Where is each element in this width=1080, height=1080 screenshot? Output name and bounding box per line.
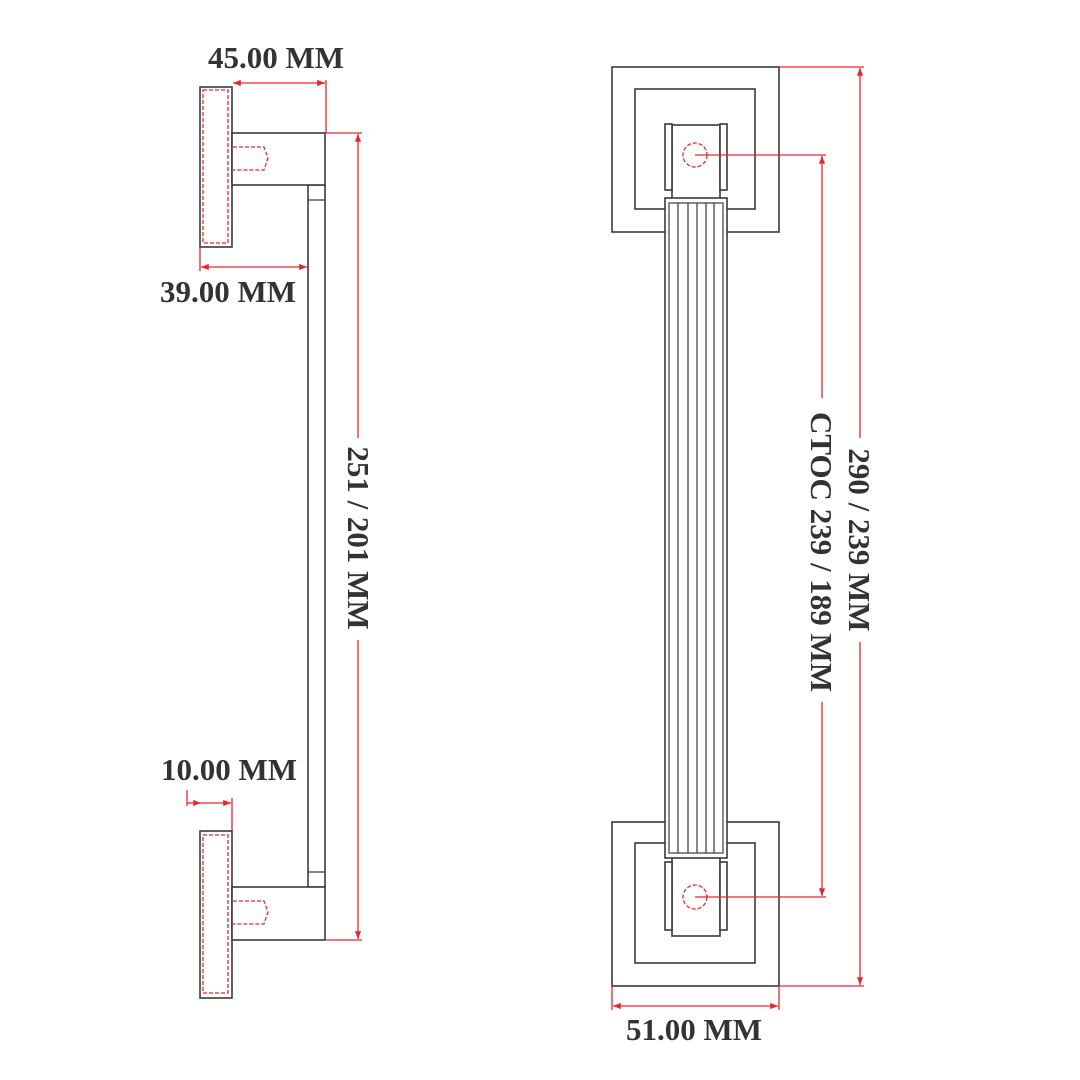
- side-view: 45.00 MM 39.00 MM 251 / 201 MM 10.00 MM: [160, 40, 376, 999]
- dimension-base-width: 51.00 MM: [611, 986, 780, 1047]
- width-label: 45.00 MM: [208, 40, 344, 75]
- center-to-center-label: CTOC 239 / 189 MM: [804, 412, 839, 692]
- overall-length-label: 290 / 239 MM: [842, 448, 877, 631]
- dimension-length: 251 / 201 MM: [326, 132, 376, 941]
- dimension-overall-length: 290 / 239 MM: [779, 66, 877, 987]
- bottom-mount-side: [199, 830, 326, 999]
- handle-bar-side: [307, 184, 326, 888]
- dimension-width: 45.00 MM: [208, 40, 344, 133]
- base-depth-label: 39.00 MM: [160, 274, 296, 309]
- base-width-label: 51.00 MM: [626, 1012, 762, 1047]
- length-label: 251 / 201 MM: [341, 446, 376, 629]
- dimension-plate-thickness: 10.00 MM: [161, 752, 297, 831]
- front-view: CTOC 239 / 189 MM 290 / 239 MM 51.00 MM: [611, 66, 877, 1047]
- dimension-base-depth: 39.00 MM: [160, 247, 308, 309]
- top-mount-side: [199, 86, 326, 248]
- plate-thickness-label: 10.00 MM: [161, 752, 297, 787]
- handle-bar-front: [664, 197, 728, 859]
- dimension-center-to-center: CTOC 239 / 189 MM: [695, 154, 839, 898]
